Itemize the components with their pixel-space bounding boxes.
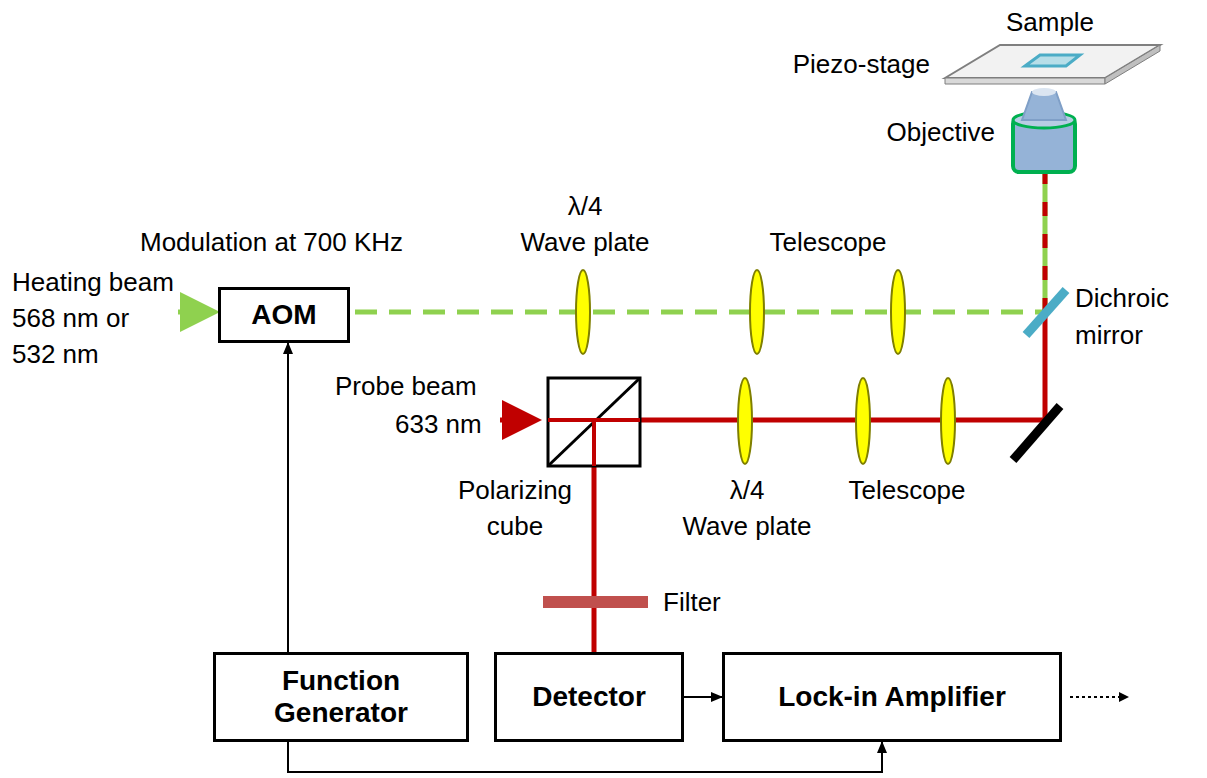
combined-beam — [1043, 172, 1048, 312]
part-label: Dichroic — [1075, 284, 1169, 314]
cube-beam-out — [594, 418, 640, 422]
beam-label: Heating beam — [12, 268, 174, 298]
beam-label: 532 nm — [12, 340, 99, 370]
signal-wire — [287, 343, 289, 652]
piezo-stage — [945, 45, 1160, 84]
part-label: Polarizing — [458, 476, 572, 506]
box-label: Detector — [532, 681, 646, 713]
objective — [1013, 88, 1075, 172]
box-label: Function Generator — [216, 665, 466, 729]
box-label: AOM — [251, 299, 316, 331]
return-beam — [592, 420, 597, 652]
part-label: λ/4 — [568, 192, 603, 222]
output-arrow — [1070, 696, 1128, 698]
part-label: λ/4 — [730, 476, 765, 506]
detector-box: Detector — [494, 652, 684, 742]
probe-input-arrow — [500, 418, 532, 423]
part-label: Telescope — [769, 228, 886, 258]
cube-beam-in — [548, 418, 594, 422]
part-label: Wave plate — [682, 512, 811, 542]
signal-wire — [684, 696, 722, 698]
dichroic-mirror — [1026, 290, 1066, 335]
part-label: Telescope — [848, 476, 965, 506]
beam-label: 633 nm — [395, 410, 482, 440]
heating-input-arrow — [178, 310, 210, 315]
annotation: Modulation at 700 KHz — [140, 228, 403, 258]
part-label: Filter — [663, 588, 721, 618]
beam-label: 568 nm or — [12, 304, 129, 334]
part-label: Objective — [887, 118, 995, 148]
amplifier-box: Lock-in Amplifier — [722, 652, 1062, 742]
signal-wire — [288, 742, 882, 772]
cube-diagonal — [548, 378, 640, 466]
heating-beam — [355, 310, 1045, 315]
part-label: Wave plate — [520, 228, 649, 258]
beam-label: Probe beam — [335, 372, 477, 402]
combined-beam-red — [1043, 172, 1048, 312]
filter — [543, 596, 648, 608]
part-label: Sample — [1006, 8, 1094, 38]
mirror — [1013, 406, 1060, 460]
modulator-box: AOM — [218, 287, 350, 343]
part-label: Piezo-stage — [793, 50, 930, 80]
part-label: cube — [487, 512, 543, 542]
box-label: Lock-in Amplifier — [778, 681, 1006, 713]
cube-beam — [592, 422, 596, 466]
polarizing-cube — [548, 378, 640, 466]
part-label: mirror — [1075, 321, 1143, 351]
generator-box: Function Generator — [213, 652, 469, 742]
lenses — [576, 270, 955, 464]
